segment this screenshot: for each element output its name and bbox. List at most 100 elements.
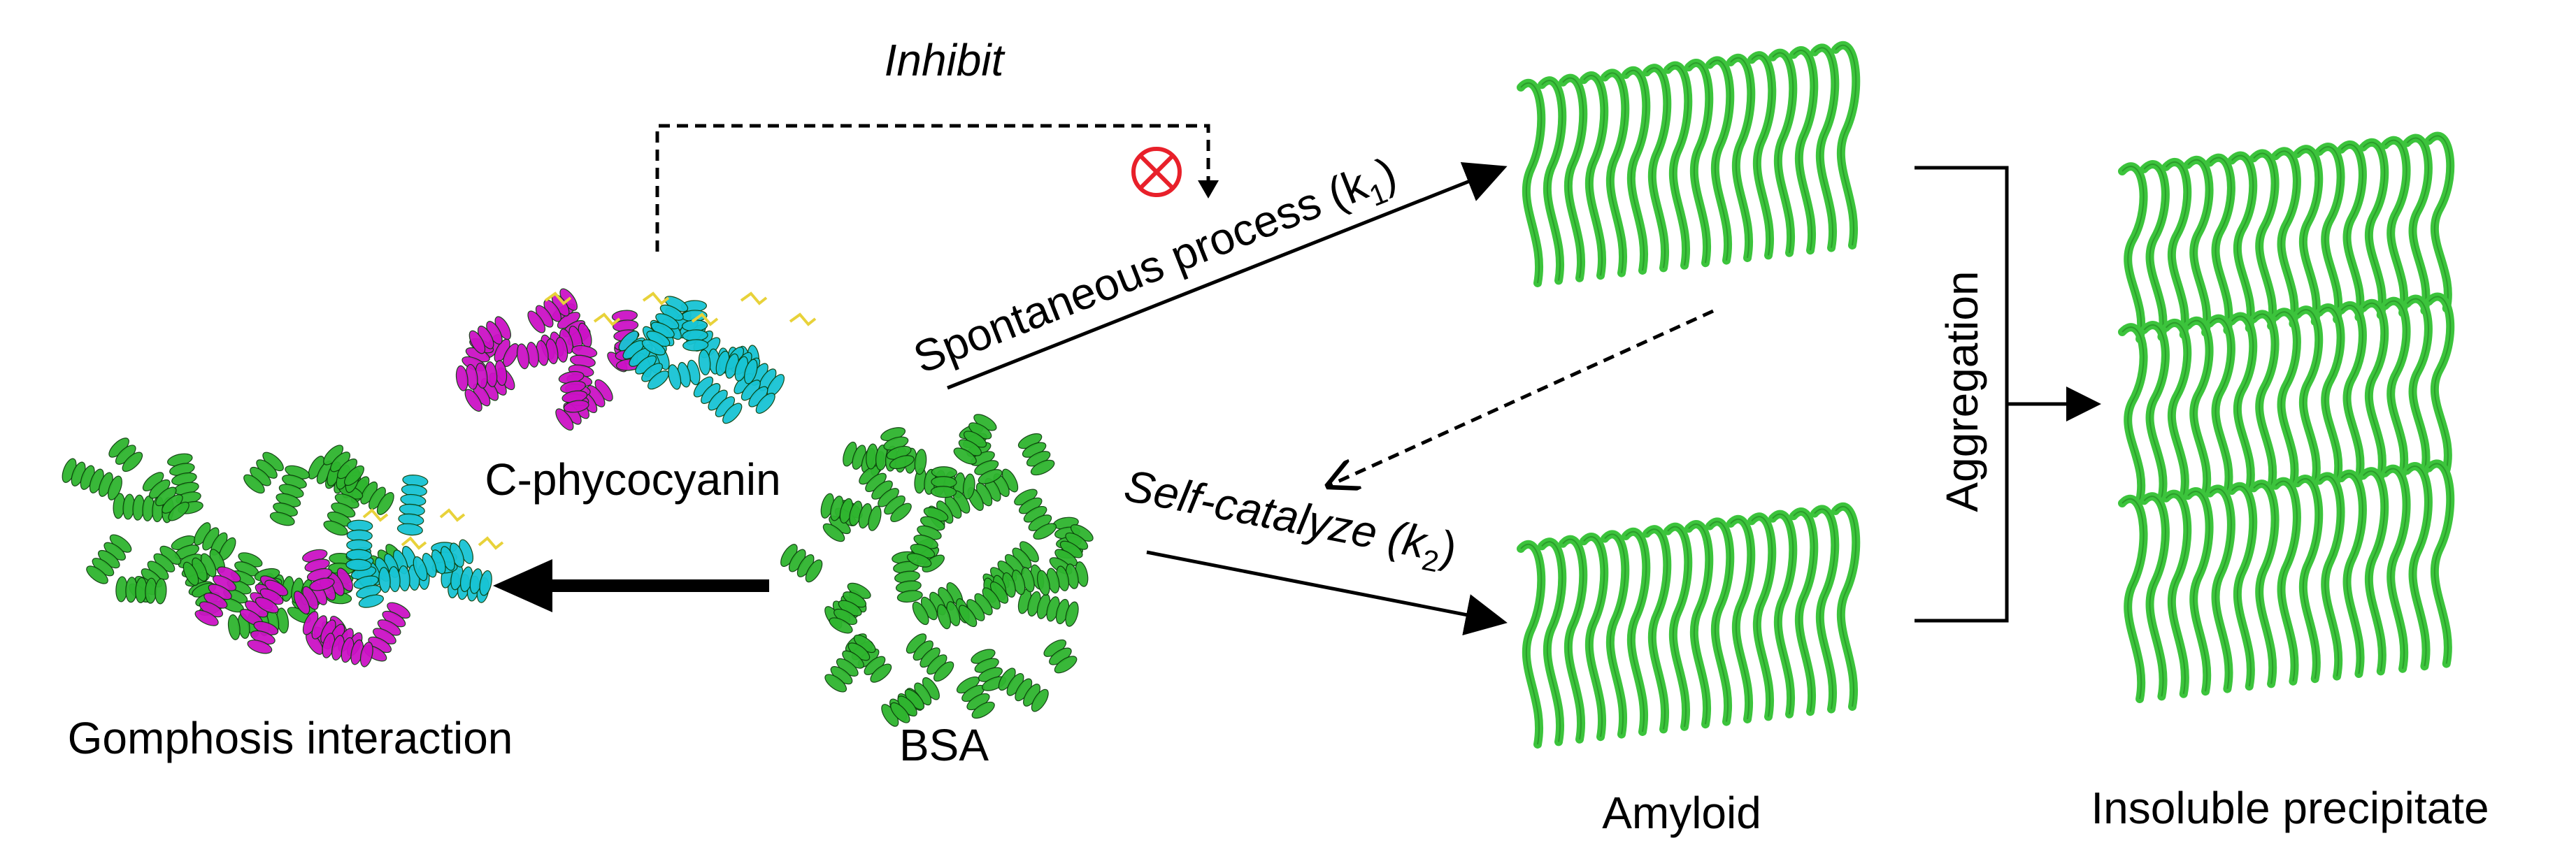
- precipitate-strand-edge: [2187, 491, 2210, 692]
- precipitate-strand-edge: [2296, 478, 2320, 679]
- precipitate-strand-edge: [2406, 466, 2429, 667]
- amyloid-strand-edge: [1625, 531, 1647, 733]
- cpc-helix-cyan: [668, 359, 701, 390]
- complex-helix-green: [219, 552, 263, 613]
- insoluble-label: Insoluble precipitate: [2091, 783, 2489, 833]
- cpc-helix-magenta: [455, 360, 508, 391]
- cpc-helix-cyan: [693, 376, 743, 424]
- complex-ligand: [439, 508, 466, 522]
- complex-helix-cyan: [345, 519, 373, 571]
- precipitate-strand-edge: [2428, 135, 2452, 309]
- bsa-helix: [1043, 639, 1078, 674]
- bsa-helix: [1014, 489, 1057, 540]
- complex-helix-magenta: [194, 566, 241, 626]
- insoluble-precipitate-structure: [2118, 131, 2455, 703]
- amyloid-strand-edge: [1541, 541, 1564, 742]
- amyloid-strand-edge: [1646, 528, 1668, 730]
- bsa-helix: [956, 676, 995, 719]
- precipitate-strand-edge: [2231, 485, 2254, 687]
- aggregation-arrowhead: [2066, 387, 2101, 421]
- complex-helix-green: [62, 458, 122, 500]
- amyloid-strand-edge: [1814, 508, 1836, 709]
- amyloid-strand-edge: [1772, 52, 1794, 253]
- bsa-helix: [906, 633, 954, 682]
- bsa-helix: [1017, 589, 1079, 627]
- bsa-helix: [780, 544, 823, 583]
- amyloid-strand-edge: [1583, 536, 1605, 737]
- precipitate-strand-edge: [2231, 315, 2254, 489]
- complex-helix-magenta: [247, 621, 279, 654]
- cpc-helix-magenta: [516, 336, 568, 370]
- precipitate-strand-edge: [2362, 141, 2386, 315]
- bsa-helix: [843, 441, 885, 477]
- precipitate-strand-edge: [2319, 475, 2342, 677]
- inhibit-icon: [1131, 147, 1182, 197]
- precipitate-strand-edge: [2253, 152, 2276, 326]
- inhibit-arrowhead: [1198, 180, 1219, 199]
- precipitate-strand-edge: [2143, 496, 2166, 697]
- amyloid-strand-edge: [1562, 538, 1584, 739]
- precipitate-strand-edge: [2253, 483, 2276, 684]
- precipitate-strand-edge: [2340, 472, 2363, 674]
- cpc-helix-magenta: [558, 370, 589, 413]
- complex-ligand: [401, 536, 427, 550]
- bsa-helix: [829, 582, 871, 634]
- amyloid-strand-edge: [1520, 543, 1543, 745]
- amyloid-strand-edge: [1793, 511, 1815, 712]
- complex-helix-green: [115, 576, 167, 605]
- bsa-helix: [890, 688, 925, 723]
- complex-helix-magenta: [255, 579, 289, 614]
- precipitate-strand-edge: [2319, 146, 2342, 320]
- bsa-to-complex-arrowhead: [493, 559, 552, 612]
- cpc-ligand: [593, 312, 621, 326]
- complex-helix-magenta: [363, 602, 410, 662]
- amyloid-fibril-bottom: [1517, 503, 1861, 749]
- complex-helix-cyan: [396, 475, 429, 536]
- amyloid-strand-edge: [1688, 62, 1710, 264]
- precipitate-strand-edge: [2384, 139, 2407, 313]
- complex-helix-green: [323, 445, 364, 486]
- precipitate-strand-edge: [2406, 137, 2429, 311]
- precipitate-strand-edge: [2165, 161, 2189, 335]
- amyloid-strand-edge: [1793, 50, 1815, 251]
- bsa-helix: [820, 493, 882, 531]
- precipitate-strand-edge: [2143, 324, 2166, 498]
- bsa-helix: [880, 427, 915, 470]
- precipitate-strand-edge: [2121, 326, 2145, 500]
- bsa-helix: [959, 582, 1009, 628]
- precipitate-strand-edge: [2428, 296, 2452, 470]
- gomphosis-complex-structure: [62, 438, 504, 667]
- bsa-helix: [859, 465, 912, 522]
- precipitate-strand-edge: [2253, 313, 2276, 487]
- inhibit-label: Inhibit: [885, 35, 1006, 85]
- bsa-helix: [906, 507, 949, 568]
- precipitate-strand-edge: [2275, 311, 2298, 485]
- amyloid-strand-edge: [1730, 518, 1752, 720]
- complex-helix-green: [108, 438, 143, 472]
- bsa-helix: [1017, 433, 1055, 476]
- c-phycocyanin-structure: [455, 288, 817, 431]
- amyloid-strand-edge: [1814, 47, 1836, 248]
- amyloid-strand-edge: [1541, 80, 1564, 281]
- cpc-ligand: [691, 312, 719, 326]
- complex-helix-green: [142, 472, 189, 521]
- cpc-ligand: [740, 291, 768, 305]
- amyloid-strand-edge: [1646, 67, 1668, 268]
- amyloid-strand-edge: [1751, 55, 1773, 256]
- amyloid-strand-edge: [1688, 524, 1710, 725]
- self-catalyze-arrow: [1146, 550, 1508, 636]
- complex-ligand: [362, 508, 389, 522]
- bsa-structure: [780, 414, 1094, 727]
- cpc-helix-cyan: [680, 300, 709, 352]
- amyloid-strand-edge: [1667, 64, 1689, 266]
- bsa-helix: [930, 466, 957, 498]
- amyloid-strand-edge: [1751, 516, 1773, 717]
- precipitate-strand-edge: [2319, 307, 2342, 481]
- precipitate-strand-edge: [2428, 463, 2452, 664]
- precipitate-strand-edge: [2209, 317, 2232, 491]
- amyloid-label: Amyloid: [1602, 788, 1761, 838]
- cpc-helix-magenta: [527, 288, 578, 333]
- complex-helix-green: [243, 452, 284, 494]
- complex-helix-cyan: [413, 539, 474, 582]
- spontaneous-arrow: [947, 162, 1508, 390]
